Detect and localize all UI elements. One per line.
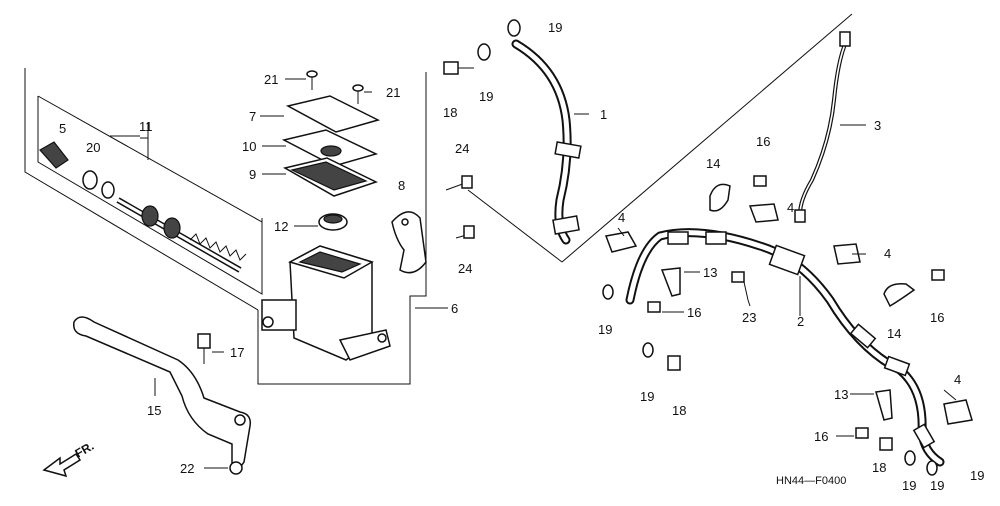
label-part-18-c: 18 [872, 460, 886, 475]
label-part-16-b: 16 [687, 305, 701, 320]
label-part-13-a: 13 [703, 265, 717, 280]
front-direction-arrow [42, 452, 82, 478]
label-part-19-c: 19 [598, 322, 612, 337]
label-part-14-a: 14 [706, 156, 720, 171]
label-part-4-d: 4 [954, 372, 961, 387]
label-part-19-f: 19 [930, 478, 944, 493]
label-part-18-b: 18 [672, 403, 686, 418]
label-part-16-d: 16 [814, 429, 828, 444]
reservoir-cap-parts [281, 70, 381, 231]
label-part-4-a: 4 [618, 210, 625, 225]
label-part-19-d: 19 [640, 389, 654, 404]
label-part-6: 6 [451, 301, 458, 316]
hose-clamps [604, 183, 973, 425]
leader-lines [110, 78, 957, 469]
label-part-3: 3 [874, 118, 881, 133]
label-part-2: 2 [797, 314, 804, 329]
brake-hose-lower [625, 228, 945, 467]
brake-hose-upper [511, 39, 582, 245]
label-part-19-e: 19 [902, 478, 916, 493]
right-bolts [602, 175, 945, 476]
master-cylinder-body [261, 245, 391, 361]
label-part-4-c: 4 [884, 246, 891, 261]
label-part-7: 7 [249, 109, 256, 124]
label-part-24-a: 24 [455, 141, 469, 156]
label-part-17: 17 [230, 345, 244, 360]
label-part-23: 23 [742, 310, 756, 325]
label-part-19-a: 19 [548, 20, 562, 35]
label-part-14-b: 14 [887, 326, 901, 341]
label-part-16-a: 16 [756, 134, 770, 149]
label-part-5: 5 [59, 121, 66, 136]
label-part-1: 1 [600, 107, 607, 122]
diagram-code: HN44—F0400 [776, 475, 846, 487]
label-part-13-b: 13 [834, 387, 848, 402]
label-part-16-c: 16 [930, 310, 944, 325]
label-part-12: 12 [274, 219, 288, 234]
label-part-11: 11 [139, 119, 153, 134]
center-bolts [443, 19, 521, 239]
brake-lever [73, 316, 252, 475]
label-part-20: 20 [86, 140, 100, 155]
label-part-24-b: 24 [458, 261, 472, 276]
part-labels: 1 2 3 4 4 4 4 5 6 7 8 9 10 11 12 13 13 1… [59, 20, 984, 493]
label-part-22: 22 [180, 461, 194, 476]
label-part-21-a: 21 [264, 72, 278, 87]
label-part-4-b: 4 [787, 200, 794, 215]
label-part-19-g: 19 [970, 468, 984, 483]
piston-set [39, 141, 247, 273]
label-part-21-b: 21 [386, 85, 400, 100]
label-part-18-a: 18 [443, 105, 457, 120]
brake-pipe [794, 31, 851, 223]
label-part-15: 15 [147, 403, 161, 418]
bracket-holder [391, 211, 427, 274]
label-part-19-b: 19 [479, 89, 493, 104]
label-part-8: 8 [398, 178, 405, 193]
label-part-10: 10 [242, 139, 256, 154]
label-part-9: 9 [249, 167, 256, 182]
